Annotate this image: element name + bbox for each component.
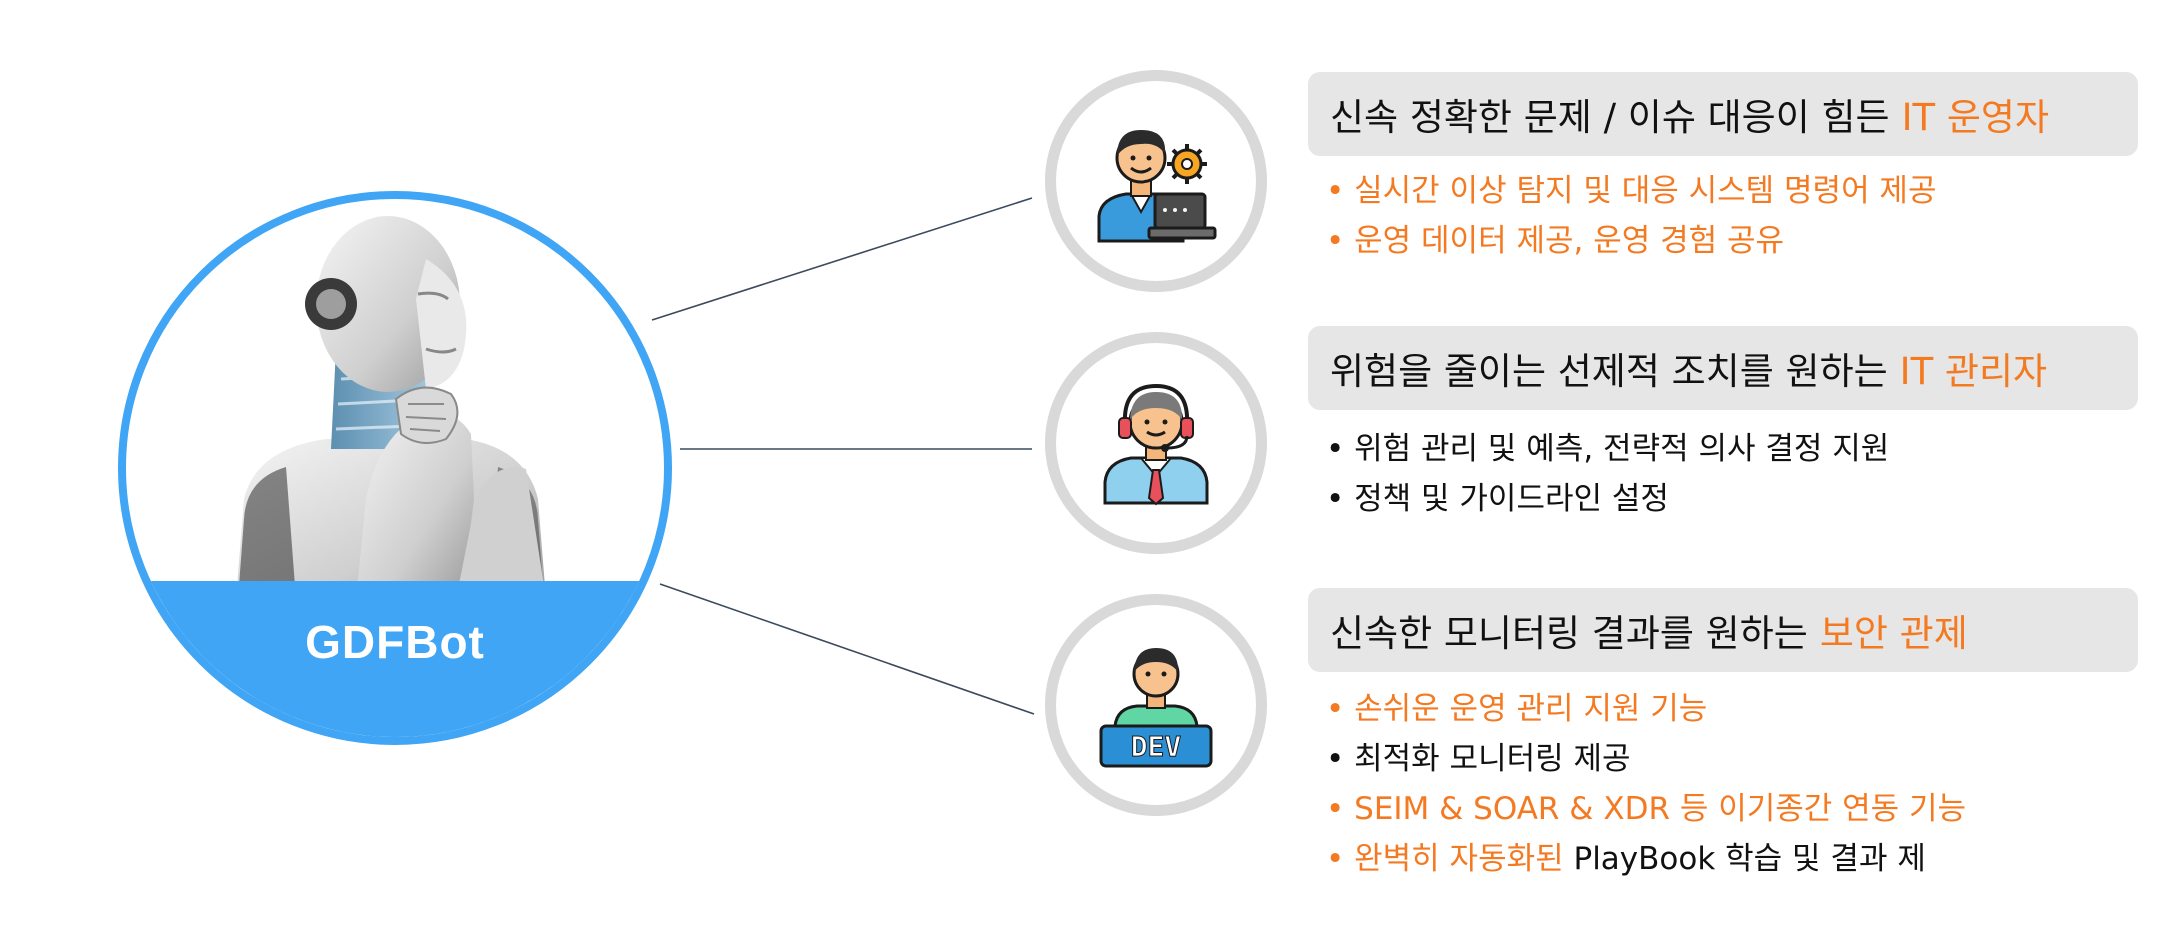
list-item: SEIM & SOAR & XDR 등 이기종간 연동 기능	[1326, 784, 1966, 834]
role-title-accent: 보안 관제	[1819, 612, 1968, 655]
developer-dev-sign-icon: DEV	[1099, 648, 1213, 768]
operator-laptop-gear-icon	[1097, 130, 1217, 243]
persona-circle-security: DEV	[1045, 594, 1267, 816]
role-title-security: 신속한 모니터링 결과를 원하는 보안 관제	[1308, 588, 2138, 672]
persona-circle-operator	[1045, 70, 1267, 292]
role-title-text: 위험을 줄이는 선제적 조치를 원하는	[1330, 350, 1888, 393]
list-item: 완벽히 자동화된 PlayBook 학습 및 결과 제	[1326, 834, 1966, 884]
list-item: 실시간 이상 탐지 및 대응 시스템 명령어 제공	[1326, 166, 1936, 216]
bullet-list-operator: 실시간 이상 탐지 및 대응 시스템 명령어 제공 운영 데이터 제공, 운영 …	[1326, 166, 1936, 266]
connector-line-security	[659, 583, 1035, 715]
list-item: 손쉬운 운영 관리 지원 기능	[1326, 684, 1966, 734]
robot-thinking-icon	[236, 216, 546, 599]
role-title-manager: 위험을 줄이는 선제적 조치를 원하는 IT 관리자	[1308, 326, 2138, 410]
bot-name-band: GDFBot	[126, 581, 664, 737]
list-item: 정책 및 가이드라인 설정	[1326, 474, 1889, 524]
dev-sign-text: DEV	[1131, 730, 1182, 763]
bullet-accent-part: 완벽히 자동화된	[1354, 841, 1564, 877]
bot-name: GDFBot	[305, 616, 485, 668]
list-item: 운영 데이터 제공, 운영 경험 공유	[1326, 216, 1936, 266]
role-title-accent: IT 운영자	[1901, 96, 2049, 139]
gdfbot-avatar: GDFBot	[118, 191, 672, 745]
list-item: 위험 관리 및 예측, 전략적 의사 결정 지원	[1326, 424, 1889, 474]
persona-circle-manager	[1045, 332, 1267, 554]
bullet-list-security: 손쉬운 운영 관리 지원 기능 최적화 모니터링 제공 SEIM & SOAR …	[1326, 684, 1966, 884]
bullet-plain-part: PlayBook 학습 및 결과 제	[1573, 841, 1926, 877]
list-item: 최적화 모니터링 제공	[1326, 734, 1966, 784]
connector-line-operator	[651, 197, 1033, 321]
role-title-text: 신속한 모니터링 결과를 원하는	[1330, 612, 1808, 655]
role-title-text: 신속 정확한 문제 / 이슈 대응이 힘든	[1330, 96, 1890, 139]
bullet-list-manager: 위험 관리 및 예측, 전략적 의사 결정 지원 정책 및 가이드라인 설정	[1326, 424, 1889, 524]
manager-headset-icon	[1103, 383, 1209, 506]
role-title-operator: 신속 정확한 문제 / 이슈 대응이 힘든 IT 운영자	[1308, 72, 2138, 156]
role-title-accent: IT 관리자	[1899, 350, 2048, 393]
